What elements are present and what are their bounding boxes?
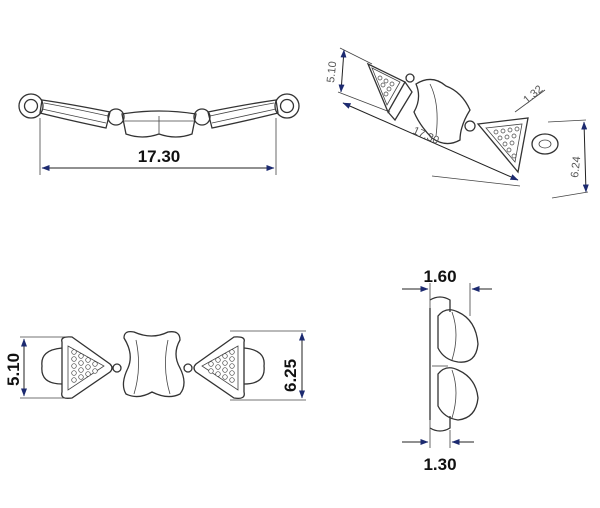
front-right-ring <box>243 347 265 385</box>
iso-left-pave <box>377 75 395 97</box>
top-length-label: 17.30 <box>138 147 181 166</box>
right-bar <box>207 99 279 129</box>
front-left-ring <box>41 347 63 385</box>
front-left-triangle <box>61 336 113 400</box>
front-right-pave <box>208 349 235 383</box>
front-left-label: 5.10 <box>4 353 23 386</box>
center-piece <box>121 110 197 138</box>
iso-right-pave <box>493 126 520 159</box>
front-left-pave <box>71 349 98 383</box>
iso-width-dimension <box>581 121 589 193</box>
side-bottom-label: 1.30 <box>423 455 456 474</box>
front-view: 5.10 6.25 <box>4 330 306 401</box>
side-view: 1.60 1.30 <box>402 267 492 474</box>
side-lower-lobe <box>437 367 479 421</box>
iso-small-label: 1.32 <box>521 83 545 106</box>
iso-height-label: 5.10 <box>325 61 339 84</box>
iso-length-dimension <box>342 102 519 181</box>
left-bar <box>39 99 111 129</box>
iso-width-label: 6.24 <box>569 156 583 179</box>
side-upper-lobe <box>437 309 479 363</box>
side-top-label: 1.60 <box>423 267 456 286</box>
left-ring <box>18 93 44 119</box>
iso-length-label: 17.30 <box>411 125 441 147</box>
isometric-view: 5.10 17.30 6.24 1.32 <box>325 47 589 199</box>
iso-left-triangle <box>366 62 406 114</box>
right-ring <box>274 93 300 119</box>
front-center-piece <box>122 330 185 398</box>
iso-height-dimension <box>338 49 347 93</box>
top-view: 17.30 <box>18 93 300 175</box>
front-right-label: 6.25 <box>281 359 300 392</box>
iso-right-ring <box>531 133 559 155</box>
front-right-triangle <box>193 336 245 400</box>
